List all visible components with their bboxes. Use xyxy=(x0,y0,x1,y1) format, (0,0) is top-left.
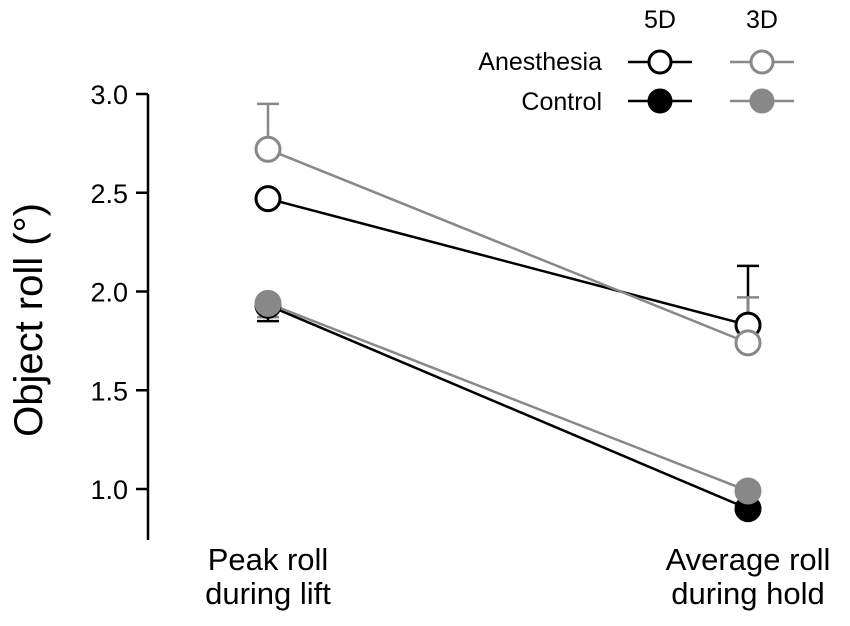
data-point xyxy=(734,329,762,357)
legend-label-control: Control xyxy=(521,88,602,116)
legend-marker xyxy=(647,88,673,114)
data-point xyxy=(254,135,282,163)
legend-header-3d: 3D xyxy=(746,6,778,34)
series-line xyxy=(267,148,749,345)
series-control-5d xyxy=(257,304,749,510)
legend-marker xyxy=(647,49,673,75)
data-point xyxy=(734,477,762,505)
y-tick-label: 1.5 xyxy=(90,376,128,406)
series-line xyxy=(267,197,749,327)
y-tick-label: 3.0 xyxy=(90,80,128,110)
y-axis-label: Object roll (°) xyxy=(7,203,51,437)
legend: 5D 3D Anesthesia Control xyxy=(478,6,794,116)
legend-marker xyxy=(749,49,775,75)
y-tick-label: 2.5 xyxy=(90,179,128,209)
series-line xyxy=(267,302,749,493)
series-anesthesia-5d xyxy=(267,197,759,327)
series-layer xyxy=(254,102,762,523)
data-point xyxy=(254,185,282,213)
legend-header-5d: 5D xyxy=(644,6,676,34)
legend-marker xyxy=(749,88,775,114)
legend-label-anesthesia: Anesthesia xyxy=(478,48,602,76)
y-tick-label: 2.0 xyxy=(90,278,128,308)
data-point xyxy=(254,289,282,317)
series-line xyxy=(267,304,749,510)
legend-markers xyxy=(628,49,794,114)
y-tick-label: 1.0 xyxy=(90,475,128,505)
y-ticks: 1.0 1.5 2.0 2.5 3.0 xyxy=(90,80,148,505)
